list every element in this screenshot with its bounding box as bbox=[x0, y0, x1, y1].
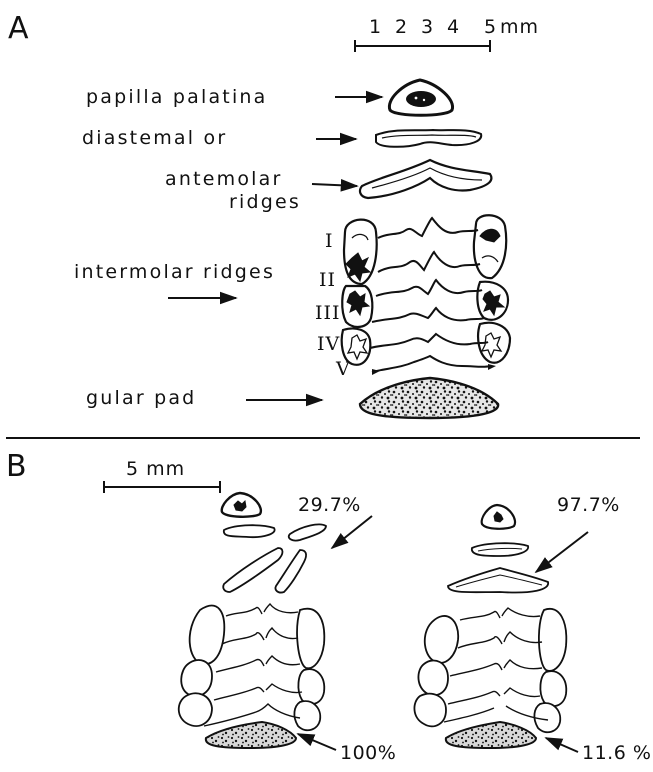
pct-left-top: 29.7% bbox=[298, 496, 361, 515]
molar-row-right-a bbox=[474, 215, 510, 362]
pct-right-bottom: 11.6 % bbox=[582, 744, 651, 763]
panel-b-letter: B bbox=[6, 452, 27, 482]
roman-numeral-iv: IV bbox=[317, 335, 340, 354]
label-intermolar-ridges: intermolar ridges bbox=[74, 263, 275, 282]
label-diastemal: diastemal or bbox=[82, 129, 227, 148]
scale-a-tick-2: 2 bbox=[395, 18, 407, 37]
molar-row-left-a bbox=[342, 220, 377, 365]
roman-numeral-i: I bbox=[325, 232, 334, 251]
gular-pad-a bbox=[360, 378, 498, 418]
diastemal-ridge bbox=[376, 130, 481, 147]
palate-left-b bbox=[179, 493, 326, 730]
gular-pad-right-b bbox=[446, 722, 536, 748]
roman-numeral-iii: III bbox=[315, 304, 341, 323]
intermolar-ridges-a bbox=[370, 218, 490, 372]
ridge-v-dot-right bbox=[488, 364, 496, 370]
label-ridges: ridges bbox=[229, 193, 301, 212]
panel-a-letter: A bbox=[8, 14, 29, 44]
scale-a-tick-3: 3 bbox=[421, 18, 433, 37]
pct-right-top: 97.7% bbox=[557, 496, 620, 515]
roman-numeral-v: V bbox=[336, 360, 351, 379]
pct-left-bottom: 100% bbox=[340, 744, 396, 763]
antemolar-ridge bbox=[360, 160, 491, 198]
label-gular-pad: gular pad bbox=[86, 389, 196, 408]
scale-b-label: 5 mm bbox=[126, 460, 185, 479]
gular-pad-left-b bbox=[206, 722, 296, 748]
scale-a-unit: mm bbox=[500, 18, 539, 37]
label-antemolar: antemolar bbox=[165, 170, 283, 189]
papilla-palatina bbox=[389, 80, 452, 115]
scale-a-tick-4: 4 bbox=[447, 18, 459, 37]
scale-bar-a bbox=[355, 40, 490, 52]
roman-numeral-ii: II bbox=[319, 271, 336, 290]
palate-right-b bbox=[414, 505, 566, 732]
scale-bar-b bbox=[104, 481, 220, 493]
label-papilla-palatina: papilla palatina bbox=[86, 88, 268, 107]
scale-a-tick-5: 5 bbox=[484, 18, 496, 37]
intermolar-ridges-right-b bbox=[444, 608, 548, 722]
scale-a-tick-1: 1 bbox=[369, 18, 381, 37]
